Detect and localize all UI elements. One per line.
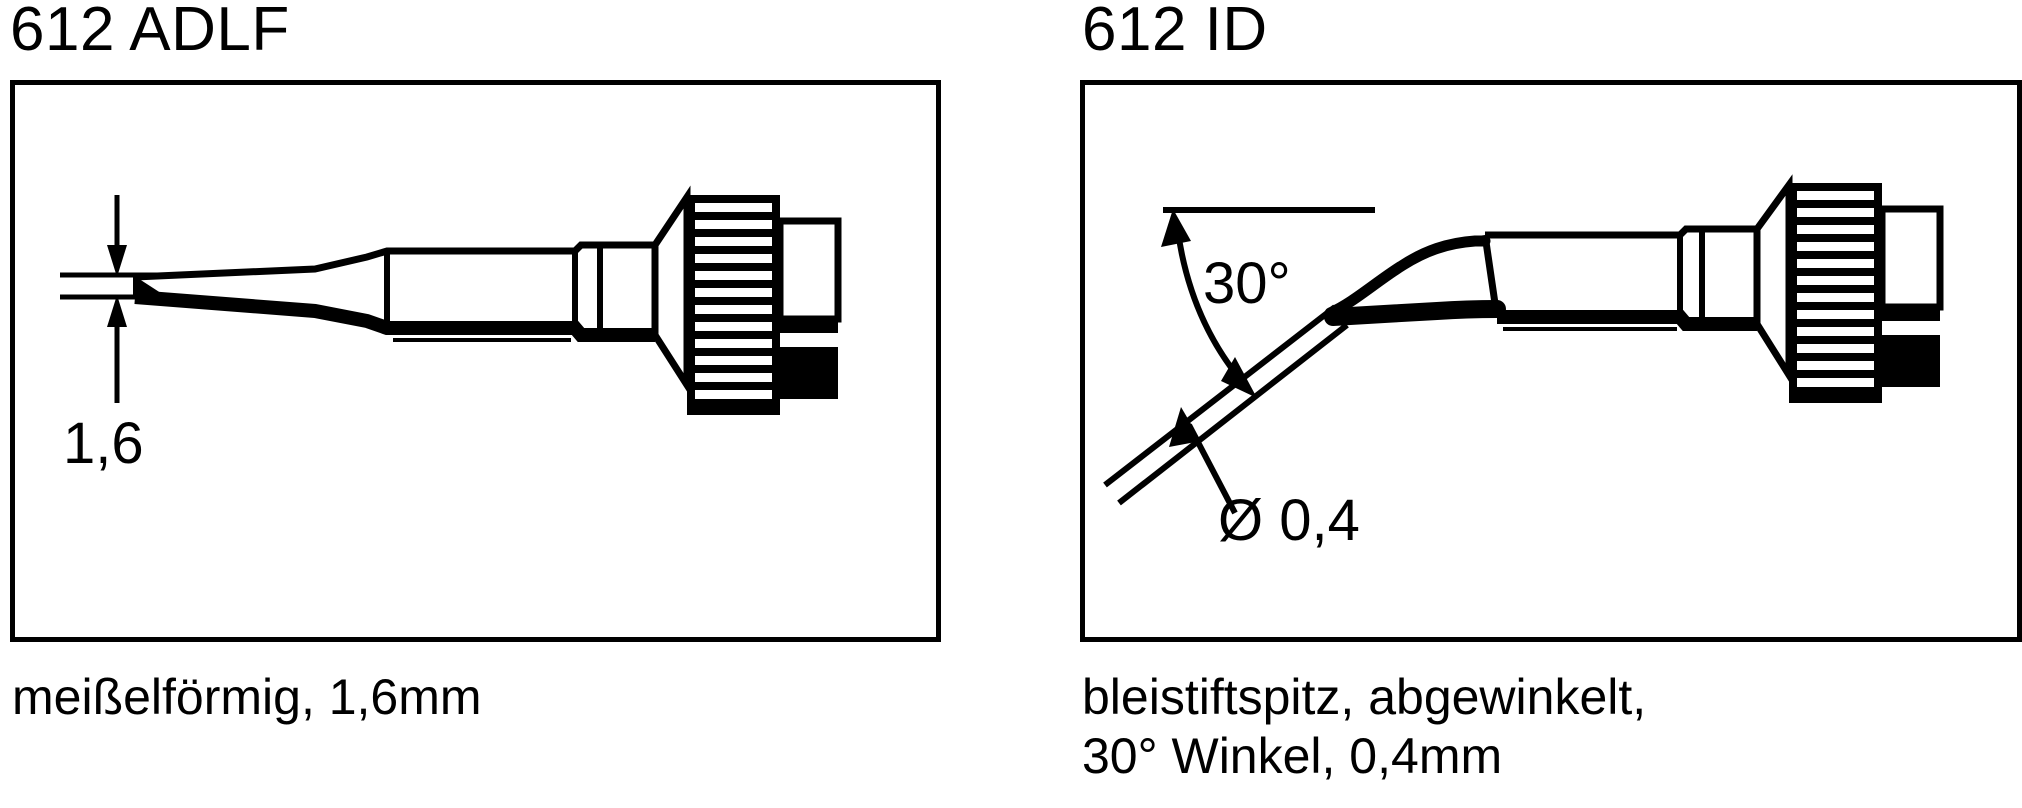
- caption-right-line-2: 30° Winkel, 0,4mm: [1082, 728, 1503, 784]
- dimension-arrowhead-upper: [107, 245, 127, 277]
- panel-612-id: 612 ID: [1070, 0, 2022, 808]
- panel-title-left: 612 ADLF: [10, 0, 290, 64]
- rear-connector-upper-right: [1878, 205, 1944, 311]
- figure-box-right: 30° Ø 0,4: [1080, 80, 2022, 642]
- rear-barrel-section-right: [1699, 226, 1760, 327]
- figure-drawing-right: 30° Ø 0,4: [1103, 174, 1944, 553]
- angle-arrowhead-top: [1161, 209, 1191, 247]
- rear-connector-band-right: [1882, 307, 1940, 321]
- knurl-stripes-right: [1797, 191, 1874, 387]
- caption-left-line-1: meißelförmig, 1,6mm: [12, 669, 482, 725]
- tip-diameter-leader-group: [1169, 407, 1238, 515]
- caption-right: bleistiftspitz, abgewinkelt, 30° Winkel,…: [1082, 668, 1646, 786]
- bent-point-top-profile: [1324, 235, 1491, 319]
- bent-point-bottom-profile: [1324, 300, 1506, 326]
- figure-box-left: 1,6: [10, 80, 941, 642]
- soldering-tip-body-left: [133, 185, 842, 415]
- rear-connector-lower-right: [1882, 335, 1940, 387]
- knurl-stripes: [695, 203, 772, 399]
- bend-angle-dimension-label: 30°: [1203, 251, 1291, 316]
- collar-chamfer-top: [572, 242, 584, 254]
- barrel-front-face: [1481, 234, 1501, 318]
- nut-flare: [651, 185, 691, 397]
- soldering-tip-body-right: [1324, 174, 1944, 403]
- caption-right-line-1: bleistiftspitz, abgewinkelt,: [1082, 669, 1647, 725]
- angle-arrowhead-bottom: [1221, 357, 1257, 398]
- panel-612-adlf: 612 ADLF: [0, 0, 960, 808]
- diameter-leader-arrowhead: [1169, 407, 1201, 447]
- caption-left: meißelförmig, 1,6mm: [12, 668, 482, 727]
- tip-axis-line-b: [1117, 322, 1349, 506]
- rear-connector-upper: [776, 217, 842, 323]
- rear-connector-band: [780, 319, 838, 333]
- nut-flare-right: [1753, 174, 1793, 388]
- tip-width-dimension-label: 1,6: [63, 411, 144, 476]
- tip-axis-line-a: [1103, 304, 1337, 488]
- collar-chamfer-bottom: [572, 326, 584, 337]
- dimension-arrowhead-lower: [107, 295, 127, 327]
- tip-diameter-dimension-label: Ø 0,4: [1218, 488, 1360, 553]
- bend-angle-dimension-group: [1103, 207, 1375, 506]
- panel-title-right: 612 ID: [1082, 0, 1268, 64]
- rear-barrel-section: [597, 242, 658, 338]
- figure-drawing-left: 1,6: [60, 185, 842, 476]
- rear-connector-lower: [780, 347, 838, 399]
